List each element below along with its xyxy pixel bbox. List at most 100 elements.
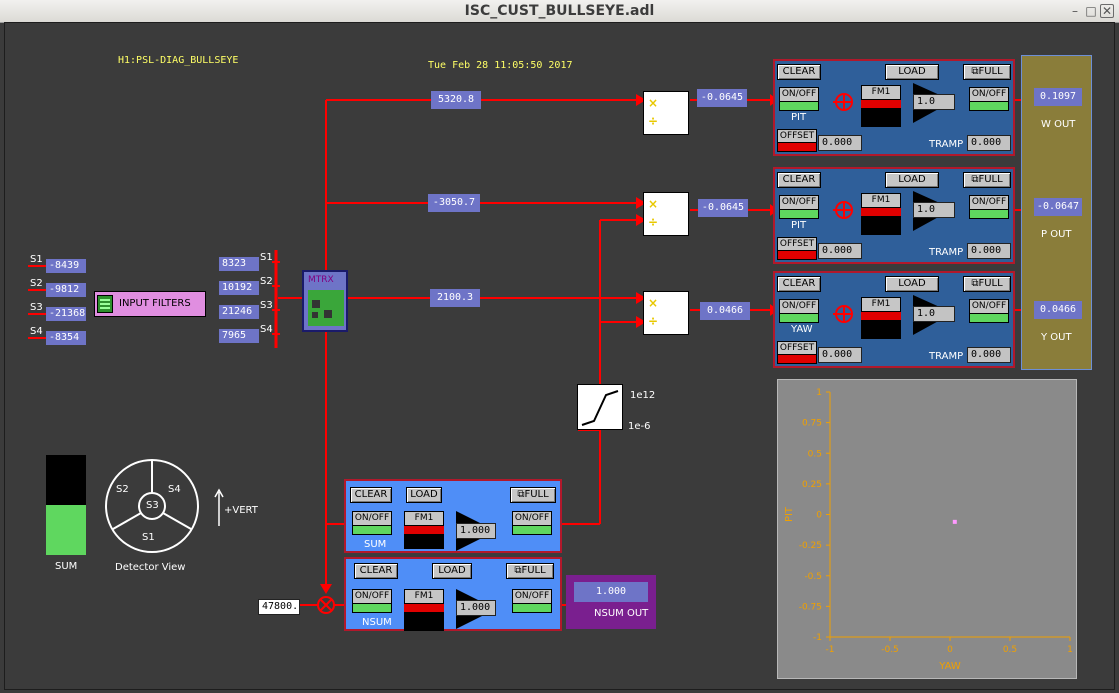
bank-1-name: PIT <box>791 112 807 123</box>
filtered-label-s1: S1 <box>260 252 273 263</box>
bank-1-input-toggle[interactable]: ON/OFF <box>779 87 819 111</box>
bank-2-offset-value[interactable]: 0.000 <box>818 243 862 259</box>
bank-3-clear-button[interactable]: CLEAR <box>777 276 821 292</box>
bank-3-input-led <box>779 313 819 323</box>
divided-output-1: -0.0645 <box>697 89 747 107</box>
x-tick-label: 0.5 <box>1003 645 1017 655</box>
x-tick-label: -0.5 <box>881 645 899 655</box>
bank-2-full-button[interactable]: ⧉FULL <box>963 172 1011 188</box>
filter-bank-1: CLEAR LOAD ⧉FULL ON/OFF FM1 1.0 ON/OFF P… <box>773 59 1015 156</box>
nsum-input-led <box>352 603 392 613</box>
bank-2-input-toggle-label: ON/OFF <box>779 195 819 210</box>
bank-3-name: YAW <box>791 324 813 335</box>
bank-2-gain-field[interactable]: 1.0 <box>913 202 955 218</box>
sum-gain-field[interactable]: 1.000 <box>456 523 496 539</box>
bank-1-full-button[interactable]: ⧉FULL <box>963 64 1011 80</box>
nsum-fm1-module[interactable]: FM1 <box>404 589 444 631</box>
limiter-upper: 1e12 <box>630 390 656 401</box>
sum-output-toggle[interactable]: ON/OFF <box>512 511 552 535</box>
nsum-gain-field[interactable]: 1.000 <box>456 600 496 616</box>
filtered-value-s2: 10192 <box>219 281 259 295</box>
bank-3-tramp-value[interactable]: 0.000 <box>967 347 1011 363</box>
bank-2-fm1-label: FM1 <box>861 193 901 208</box>
bank-1-input-toggle-label: ON/OFF <box>779 87 819 102</box>
bank-3-fm1-module[interactable]: FM1 <box>861 297 901 339</box>
bank-1-offset-value[interactable]: 0.000 <box>818 135 862 151</box>
sum-bank-name: SUM <box>364 539 387 550</box>
nsum-input-value[interactable]: 47800. <box>258 599 300 615</box>
bank-3-full-button[interactable]: ⧉FULL <box>963 276 1011 292</box>
bank-3-gain-field[interactable]: 1.0 <box>913 306 955 322</box>
bank-2-input-led <box>779 209 819 219</box>
raw-value-s2: -9812 <box>46 283 86 297</box>
bank-1-input-led <box>779 101 819 111</box>
sum-load-button[interactable]: LOAD <box>406 487 442 503</box>
bank-1-output-toggle[interactable]: ON/OFF <box>969 87 1009 111</box>
bank-1-offset-toggle[interactable]: OFFSET <box>777 129 817 153</box>
bank-2-fm1-module[interactable]: FM1 <box>861 193 901 235</box>
bank-3-input-toggle[interactable]: ON/OFF <box>779 299 819 323</box>
filter-bank-3: CLEAR LOAD ⧉FULL ON/OFF FM1 1.0 ON/OFF Y… <box>773 271 1015 368</box>
matrix-button[interactable]: MTRX <box>302 270 348 332</box>
matrix-output-1: 5320.8 <box>431 91 481 109</box>
bank-2-name: PIT <box>791 220 807 231</box>
limiter-icon <box>577 384 623 430</box>
sum-input-toggle[interactable]: ON/OFF <box>352 511 392 535</box>
bank-3-offset-toggle[interactable]: OFFSET <box>777 341 817 365</box>
raw-value-s1: -8439 <box>46 259 86 273</box>
input-filters-button[interactable]: INPUT FILTERS <box>94 291 206 317</box>
nsum-load-button[interactable]: LOAD <box>432 563 472 579</box>
minimize-icon[interactable]: – <box>1072 4 1078 18</box>
bank-2-load-button[interactable]: LOAD <box>885 172 939 188</box>
bank-1-fm1-module[interactable]: FM1 <box>861 85 901 127</box>
bank-3-tramp-label: TRAMP <box>929 351 964 362</box>
bank-2-output-toggle[interactable]: ON/OFF <box>969 195 1009 219</box>
bank-2-output-toggle-label: ON/OFF <box>969 195 1009 210</box>
bank-3-offset-value[interactable]: 0.000 <box>818 347 862 363</box>
bank-1-load-button[interactable]: LOAD <box>885 64 939 80</box>
input-filters-label: INPUT FILTERS <box>119 298 191 309</box>
timestamp: Tue Feb 28 11:05:50 2017 <box>428 60 573 71</box>
bank-2-offset-label: OFFSET <box>777 237 817 251</box>
bank-3-fm1-label: FM1 <box>861 297 901 312</box>
close-icon[interactable]: ✕ <box>1100 4 1114 18</box>
nsum-clear-button[interactable]: CLEAR <box>354 563 398 579</box>
sum-filter-bank: CLEAR LOAD ⧉FULL ON/OFF FM1 1.000 ON/OFF… <box>344 479 562 553</box>
bank-2-clear-button[interactable]: CLEAR <box>777 172 821 188</box>
filtered-label-s4: S4 <box>260 324 273 335</box>
sum-fm1-label: FM1 <box>404 511 444 526</box>
nsum-output-toggle[interactable]: ON/OFF <box>512 589 552 613</box>
nsum-input-toggle[interactable]: ON/OFF <box>352 589 392 613</box>
filtered-value-s1: 8323 <box>219 257 259 271</box>
bank-1-clear-button[interactable]: CLEAR <box>777 64 821 80</box>
bank-1-tramp-value[interactable]: 0.000 <box>967 135 1011 151</box>
y-tick-label: 0.75 <box>802 419 822 429</box>
bank-1-tramp-label: TRAMP <box>929 139 964 150</box>
bank-2-offset-toggle[interactable]: OFFSET <box>777 237 817 261</box>
filtered-label-s3: S3 <box>260 300 273 311</box>
sum-fm1-indicator <box>404 526 444 534</box>
x-tick-label: 0 <box>947 645 953 655</box>
bank-3-output-toggle[interactable]: ON/OFF <box>969 299 1009 323</box>
filtered-label-s2: S2 <box>260 276 273 287</box>
sum-clear-button[interactable]: CLEAR <box>350 487 392 503</box>
y-tick-label: 0.5 <box>808 449 822 459</box>
x-tick-label: -1 <box>826 645 835 655</box>
maximize-icon[interactable]: □ <box>1085 4 1097 18</box>
bank-2-input-toggle[interactable]: ON/OFF <box>779 195 819 219</box>
nsum-full-button[interactable]: ⧉FULL <box>506 563 554 579</box>
bank-3-load-button[interactable]: LOAD <box>885 276 939 292</box>
bank-1-gain-field[interactable]: 1.0 <box>913 94 955 110</box>
filter-bank-2: CLEAR LOAD ⧉FULL ON/OFF FM1 1.0 ON/OFF P… <box>773 167 1015 264</box>
divided-output-2: -0.0645 <box>698 199 748 217</box>
bank-2-tramp-value[interactable]: 0.000 <box>967 243 1011 259</box>
bank-2-sum-junction-icon <box>833 201 853 219</box>
bank-3-fm1-indicator <box>861 312 901 320</box>
sum-fm1-module[interactable]: FM1 <box>404 511 444 549</box>
sum-full-button[interactable]: ⧉FULL <box>510 487 556 503</box>
filters-icon <box>97 295 113 313</box>
divide-block-2: ×÷ <box>643 192 689 236</box>
input-label-s1: S1 <box>30 254 43 265</box>
bank-3-output-value: 0.0466 <box>1034 301 1082 319</box>
